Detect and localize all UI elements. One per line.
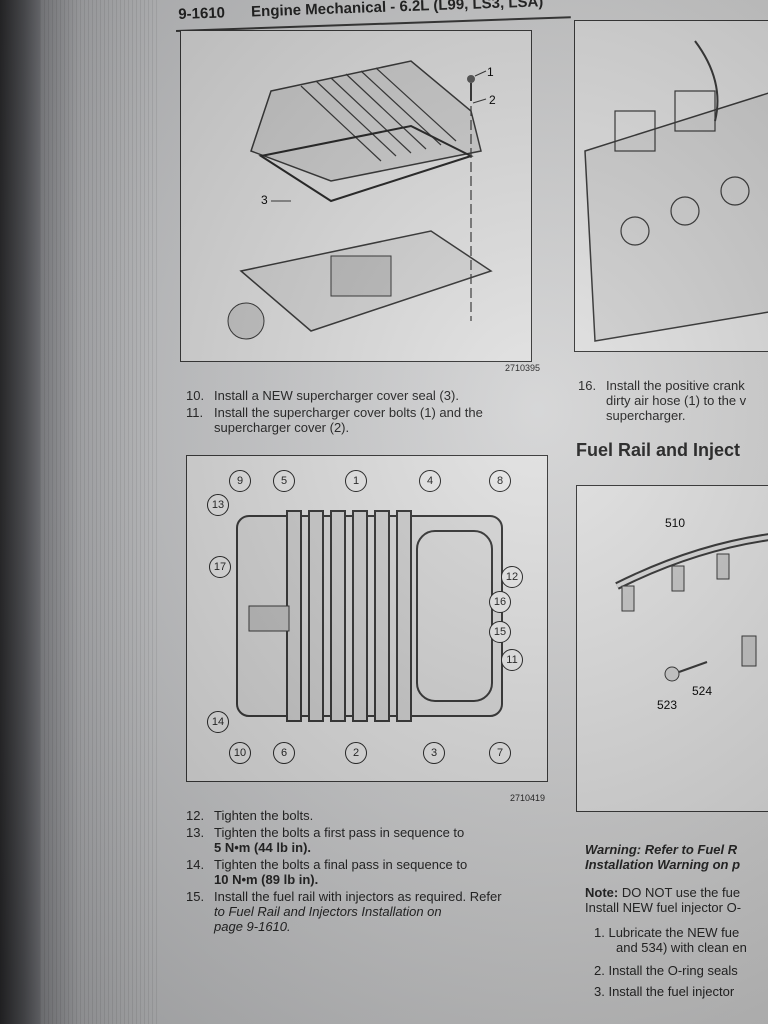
step-11: 11.Install the supercharger cover bolts …	[186, 405, 483, 435]
callout-510: 510	[665, 516, 686, 530]
bolt-callout-6: 6	[273, 742, 295, 764]
bolt-callout-4: 4	[419, 470, 441, 492]
bolt-callout-12: 12	[501, 566, 523, 588]
bolt-callout-15: 15	[489, 621, 511, 643]
page-number: 9-1610	[178, 4, 226, 23]
bolt-callout-14: 14	[207, 711, 229, 733]
step-14: 14.Tighten the bolts a final pass in seq…	[186, 857, 468, 887]
bolt-sequence-drawing	[236, 510, 503, 722]
engine-drawing	[584, 40, 768, 342]
warning-text: Warning: Refer to Fuel R Installation Wa…	[585, 842, 741, 872]
fuel-rail-reference[interactable]: to Fuel Rail and Injectors Installation …	[214, 904, 442, 919]
figure-fuel-rail: 510 524 523	[576, 485, 768, 812]
step-10: 10.Install a NEW supercharger cover seal…	[186, 388, 459, 403]
fuel-rail-drawing	[615, 533, 768, 682]
substep-3: 3. Install the fuel injector	[594, 984, 735, 999]
bolt-callout-3: 3	[423, 742, 445, 764]
callout-2: 2	[489, 93, 496, 107]
substep-2: 2. Install the O-ring seals	[594, 963, 738, 978]
bolt-callout-13: 13	[207, 494, 229, 516]
bolt-callout-8: 8	[489, 470, 511, 492]
steps-10-11: 10.Install a NEW supercharger cover seal…	[186, 388, 541, 437]
figure-id-2710419: 2710419	[510, 793, 546, 803]
torque-spec-final: 10 N•m (89 lb in).	[214, 872, 319, 887]
steps-12-15: 12.Tighten the bolts. 13.Tighten the bol…	[186, 808, 556, 936]
step-16: 16.Install the positive crank dirty air …	[578, 378, 747, 423]
torque-spec-first: 5 N•m (44 lb in).	[214, 840, 312, 855]
page-edges	[40, 0, 160, 1024]
bolt-callout-10: 10	[229, 742, 251, 764]
bolt-callout-17: 17	[209, 556, 231, 578]
step-12: 12.Tighten the bolts.	[186, 808, 314, 823]
note-text: Note: DO NOT use the fue Install NEW fue…	[585, 885, 742, 915]
book-spine	[0, 0, 40, 1024]
section-heading-fuel-rail: Fuel Rail and Inject	[576, 440, 741, 460]
substep-1: 1. Lubricate the NEW fue and 534) with c…	[594, 925, 747, 955]
bolt-callout-11: 11	[501, 649, 523, 671]
bolt-callout-2: 2	[345, 742, 367, 764]
page-reference[interactable]: page 9-1610.	[214, 919, 291, 934]
supercharger-cover-drawing	[227, 60, 493, 340]
bolt-callout-16: 16	[489, 591, 511, 613]
figure-id-2710395: 2710395	[505, 363, 541, 373]
figure-engine-right	[574, 20, 768, 352]
callout-3: 3	[261, 193, 268, 207]
callout-524: 524	[692, 684, 713, 698]
bolt-callout-9: 9	[229, 470, 251, 492]
callout-523: 523	[657, 698, 678, 712]
callout-1: 1	[487, 65, 494, 79]
step-15: 15.Install the fuel rail with injectors …	[186, 889, 502, 934]
bolt-callout-1: 1	[345, 470, 367, 492]
bolt-callout-7: 7	[489, 742, 511, 764]
step-13: 13.Tighten the bolts a first pass in seq…	[186, 825, 465, 855]
bolt-callout-5: 5	[273, 470, 295, 492]
figure-supercharger-cover: 1 2 3	[180, 30, 532, 362]
